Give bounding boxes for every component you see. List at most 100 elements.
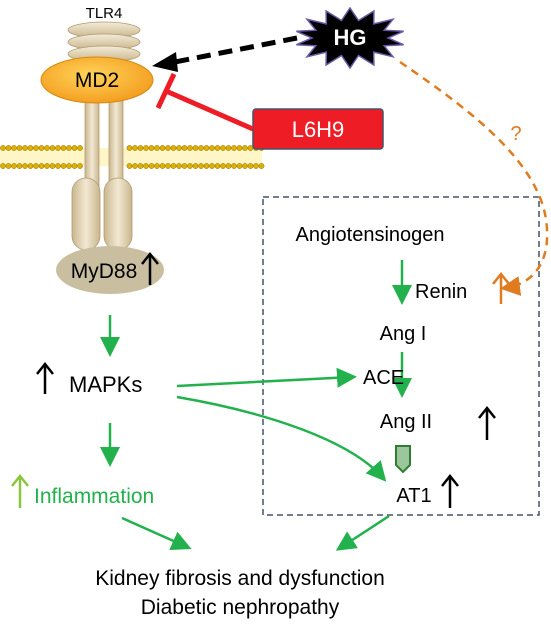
membrane-lipid-head <box>137 145 144 151</box>
membrane-lipid-head <box>132 145 138 151</box>
membrane-lipid-head <box>33 163 39 169</box>
membrane-lipid-head <box>214 163 221 169</box>
md2-node <box>40 56 154 104</box>
membrane-lipid-head <box>55 163 61 169</box>
at1-to-outcome-arrow <box>335 514 390 551</box>
inflammation-to-outcome-arrow <box>121 516 192 551</box>
membrane-lipid-head <box>148 145 155 151</box>
membrane-lipid-head <box>181 163 188 169</box>
membrane-lipid-head <box>5 145 12 151</box>
membrane-lipid-head <box>247 163 254 169</box>
membrane-lipid-head <box>198 145 204 151</box>
membrane-lipid-head <box>126 163 133 169</box>
membrane-lipid-head <box>60 145 67 151</box>
membrane-lipid-head <box>16 163 23 169</box>
membrane-lipid-head <box>71 163 78 169</box>
membrane-lipid-head <box>220 145 226 151</box>
membrane-lipid-head <box>203 145 210 151</box>
membrane-lipid-head <box>49 163 56 169</box>
membrane-lipid-head <box>236 163 243 169</box>
membrane-lipid-head <box>49 145 56 151</box>
angiotensinogen-label: Angiotensinogen <box>295 224 444 246</box>
membrane-lipid-head <box>187 163 193 169</box>
inflammation-label: Inflammation <box>34 485 154 508</box>
membrane-lipid-head <box>225 145 232 151</box>
membrane-lipid-head <box>165 163 171 169</box>
ace-label: ACE <box>363 367 404 389</box>
outcome-line-1: Kidney fibrosis and dysfunction <box>95 567 385 590</box>
md2-label: MD2 <box>75 69 119 92</box>
membrane-lipid-head <box>170 145 177 151</box>
membrane-lipid-head <box>176 163 182 169</box>
membrane-lipid-head <box>165 145 171 151</box>
membrane-lipid-head <box>170 163 177 169</box>
membrane-lipid-head <box>77 163 83 169</box>
membrane-lipid-head <box>22 145 28 151</box>
membrane-lipid-head <box>44 163 50 169</box>
membrane-lipid-head <box>137 163 144 169</box>
membrane-lipid-head <box>38 145 45 151</box>
membrane-lipid-head <box>258 163 265 169</box>
membrane-lipid-head <box>154 163 160 169</box>
membrane-lipid-head <box>132 163 138 169</box>
membrane-lipid-head <box>60 163 67 169</box>
ang1-label: Ang I <box>380 323 427 345</box>
membrane-lipid-head <box>220 163 226 169</box>
myd88-node <box>56 246 164 294</box>
renin-up-arrow <box>492 271 510 304</box>
outcome-line-2: Diabetic nephropathy <box>141 596 340 619</box>
membrane-lipid-head <box>231 145 237 151</box>
membrane-lipid-head <box>77 145 83 151</box>
question-mark: ? <box>510 123 521 145</box>
membrane-lipid-head <box>143 163 149 169</box>
membrane-lipid-head <box>27 163 34 169</box>
l6h9-label: L6H9 <box>292 117 345 142</box>
membrane-lipid-head <box>159 163 166 169</box>
membrane-lipid-head <box>236 145 243 151</box>
membrane-lipid-head <box>143 145 149 151</box>
ang2-up-arrow <box>478 405 496 440</box>
hg-to-renin-arrow <box>399 60 549 296</box>
mapks-up-arrow <box>36 361 54 394</box>
ang2-binding-pointer <box>395 445 411 474</box>
membrane-lipid-head <box>66 145 72 151</box>
membrane-lipid-head <box>71 145 78 151</box>
membrane-lipid-head <box>231 163 237 169</box>
membrane-lipid-head <box>22 163 28 169</box>
membrane-lipid-head <box>203 163 210 169</box>
membrane-lipid-head <box>126 145 133 151</box>
membrane-lipid-head <box>225 163 232 169</box>
hg-burst <box>296 6 404 70</box>
membrane-lipid-head <box>0 163 6 169</box>
at1-up-arrow <box>441 473 459 508</box>
l6h9-inhibition-line <box>155 72 255 132</box>
tlr4-receptor <box>67 21 141 251</box>
membrane-lipid-head <box>154 145 160 151</box>
myd88-up-arrow <box>141 251 159 285</box>
membrane-lipid-head <box>192 163 199 169</box>
membrane-lipid-head <box>209 163 215 169</box>
mapks-to-at1-arrow <box>176 395 387 482</box>
membrane-lipid-head <box>55 145 61 151</box>
membrane-lipid-head <box>44 145 50 151</box>
tlr4-label: TLR4 <box>86 5 123 22</box>
membrane-lipid-head <box>16 145 23 151</box>
mapks-label: MAPKs <box>69 372 142 397</box>
membrane-lipid-head <box>5 163 12 169</box>
membrane-lipid-head <box>0 145 6 151</box>
ang2-label: Ang II <box>380 411 432 433</box>
membrane-lipid-head <box>38 163 45 169</box>
membrane-lipid-head <box>214 145 221 151</box>
inflammation-up-arrow <box>11 473 29 508</box>
cell-membrane <box>0 145 265 169</box>
myd88-label: MyD88 <box>71 260 138 283</box>
hg-label: HG <box>334 25 367 50</box>
membrane-lipid-head <box>33 145 39 151</box>
membrane-lipid-head <box>198 163 204 169</box>
membrane-lipid-head <box>27 145 34 151</box>
membrane-lipid-head <box>148 163 155 169</box>
mapks-to-ace-arrow <box>176 367 357 388</box>
membrane-lipid-head <box>11 163 17 169</box>
